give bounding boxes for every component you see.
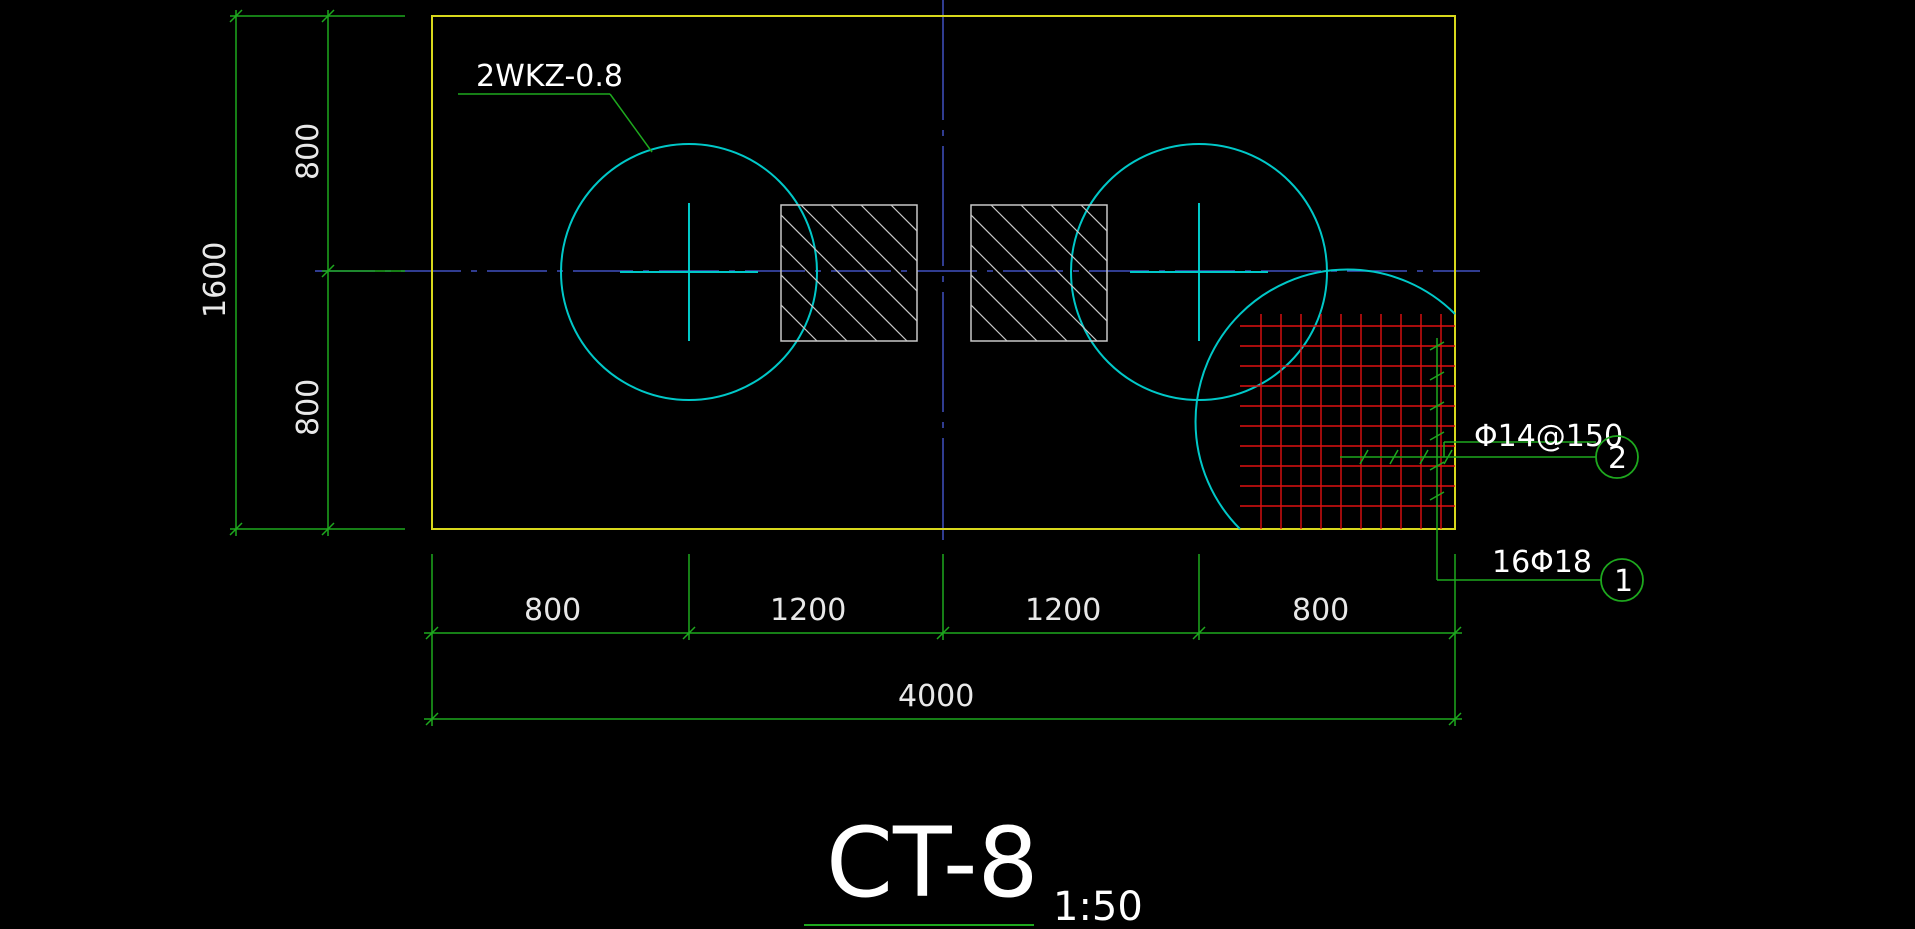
marker-1-circle: [1600, 558, 1644, 602]
callout-main-bars: 16Φ18 1: [1429, 338, 1644, 602]
dim-bottom-4: 800: [1292, 593, 1349, 628]
marker-2-circle: [1595, 435, 1639, 479]
column-left: [780, 204, 918, 342]
main-bars-label: 16Φ18: [1492, 545, 1592, 580]
drawing-title: CT-8: [826, 807, 1039, 919]
marker-2-label: 2: [1608, 441, 1627, 476]
dim-left-lower: 800: [291, 379, 326, 436]
dim-bottom-1: 800: [524, 593, 581, 628]
pile-label: 2WKZ-0.8: [476, 59, 623, 94]
left-dimensions: [229, 9, 405, 536]
marker-1-label: 1: [1614, 564, 1633, 599]
pile-label-callout: 2WKZ-0.8: [458, 59, 653, 153]
callout-stirrup: Φ14@150 2: [1340, 419, 1639, 479]
dim-bottom-2: 1200: [770, 593, 846, 628]
stirrup-label: Φ14@150: [1474, 419, 1623, 454]
drawing-scale: 1:50: [1053, 884, 1143, 929]
bottom-dimensions: [424, 554, 1462, 726]
dim-left-total: 1600: [198, 242, 233, 318]
dim-left-upper: 800: [291, 123, 326, 180]
pile-cap-outline: [431, 15, 1456, 530]
column-right: [970, 204, 1108, 342]
pile-left: [560, 143, 818, 401]
pile-right: [1070, 143, 1328, 401]
dim-bottom-total: 4000: [898, 679, 974, 714]
dim-bottom-3: 1200: [1025, 593, 1101, 628]
rebar-grid: [1194, 268, 1456, 530]
